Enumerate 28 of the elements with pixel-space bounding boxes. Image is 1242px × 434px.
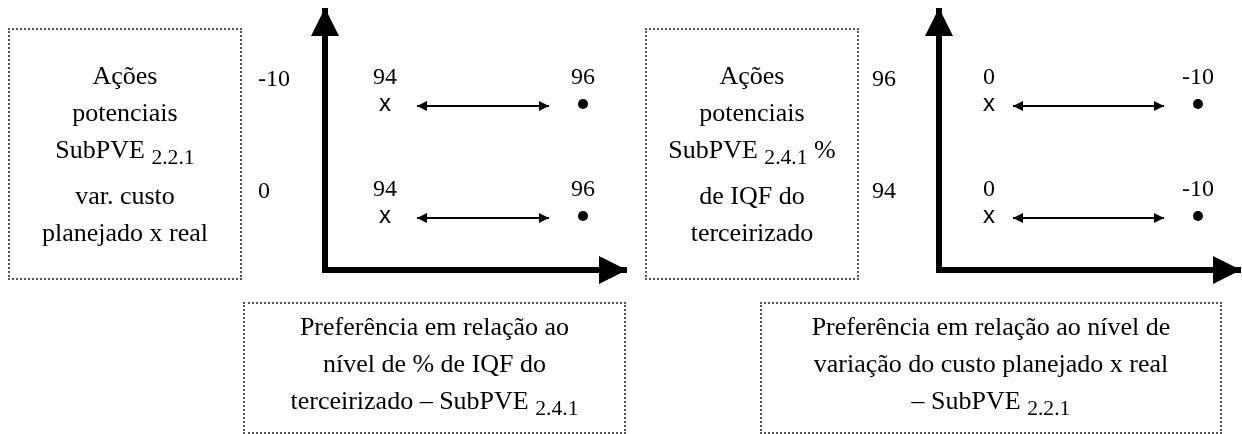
box-text: Preferência em relação ao nível de % de IQF do terceirizado – SubPVE $_{2.4.1}$: [289, 311, 580, 423]
text-box: [645, 28, 859, 280]
point-marker: x: [982, 90, 996, 116]
text-box: [760, 302, 1222, 434]
double-arrow: [1012, 101, 1165, 111]
value-label: 0: [982, 62, 996, 90]
double-arrow: [416, 101, 550, 111]
point-marker: x: [378, 202, 392, 228]
point-marker: x: [982, 202, 996, 228]
value-label: -10: [1181, 62, 1215, 90]
axis-value-label: 96: [872, 64, 896, 92]
axis-value-label: 94: [872, 176, 896, 204]
value-label: 96: [570, 174, 596, 202]
value-label: -10: [1181, 174, 1215, 202]
value-label: 0: [982, 174, 996, 202]
double-arrow: [1012, 213, 1165, 223]
axis-value-label: -10: [258, 64, 290, 92]
text-box: [243, 302, 626, 434]
box-text: Preferência em relação ao nível de variação do custo planejado x real – SubPVE $_{2.2.1}$: [811, 311, 1171, 423]
point-marker: x: [378, 90, 392, 116]
box-text: Ações potenciais SubPVE $_{2.2.1}$ var. custo planejado x real: [41, 60, 209, 249]
value-label: 96: [570, 62, 596, 90]
axis-value-label: 0: [258, 176, 270, 204]
value-label: 94: [372, 174, 398, 202]
text-box: [8, 28, 242, 280]
box-text: Ações potenciais SubPVE $_{2.4.1}$ % de IQF do terceirizado: [667, 60, 837, 249]
double-arrow: [416, 213, 550, 223]
value-label: 94: [372, 62, 398, 90]
